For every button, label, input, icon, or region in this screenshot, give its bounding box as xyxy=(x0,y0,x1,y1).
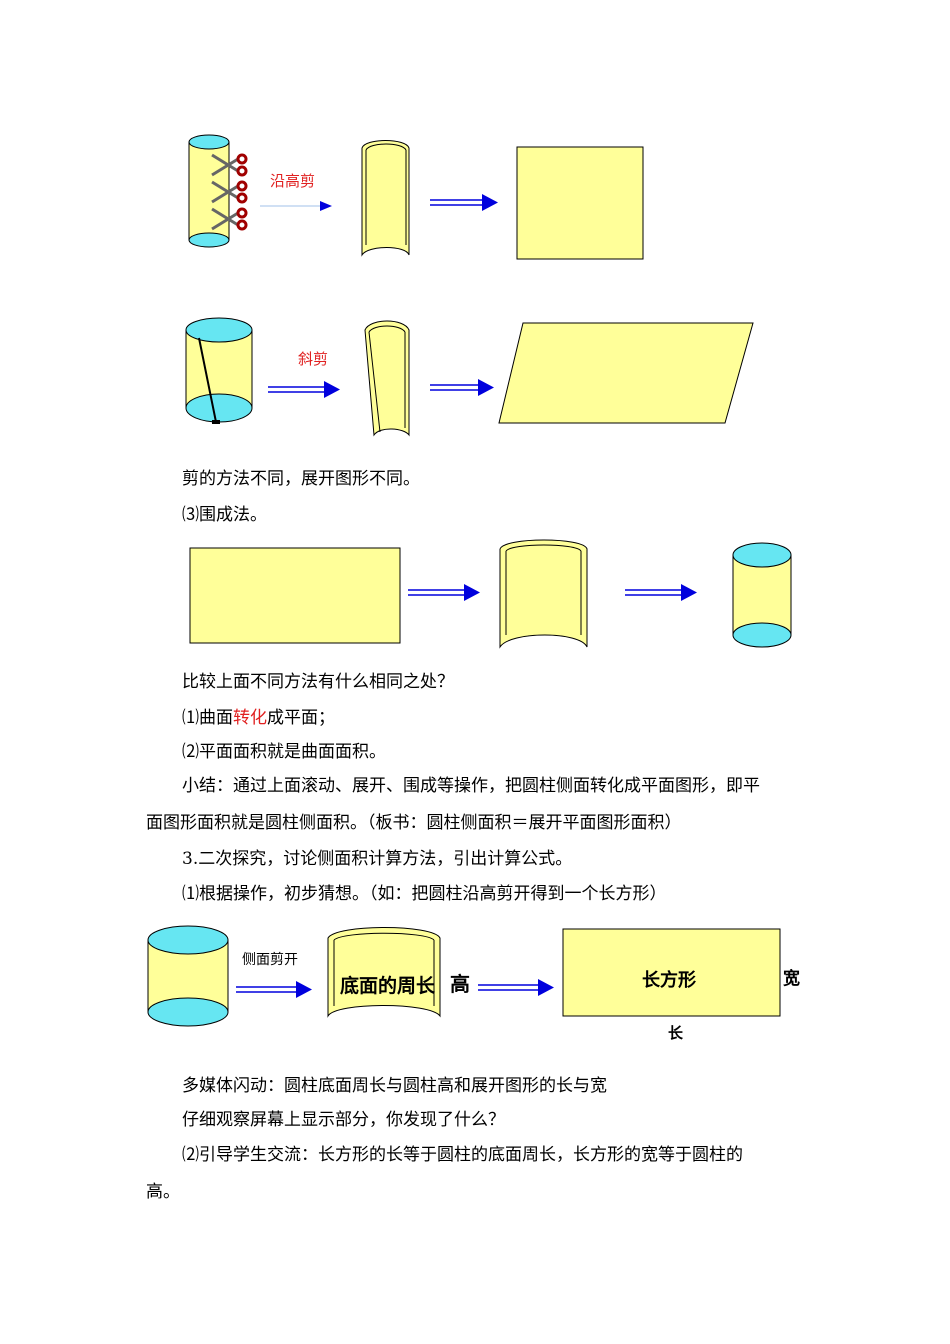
cut-label: 斜剪 xyxy=(298,350,328,368)
arrow-icon xyxy=(236,981,312,998)
rect-label: 长方形 xyxy=(642,969,696,991)
unrolled-square xyxy=(516,146,644,260)
paragraph: ⑵引导学生交流：长方形的长等于圆柱的底面周长，长方形的宽等于圆柱的 xyxy=(182,1145,743,1165)
text-segment: ⑴曲面 xyxy=(182,708,233,728)
paragraph: ⑴曲面转化成平面； xyxy=(182,708,335,728)
scissors-icon xyxy=(211,207,248,231)
figure-side-surface: 侧面剪开 底面的周长 高 长方形 宽 长 xyxy=(147,925,800,1042)
figure-cut-along-height: 沿高剪 xyxy=(188,134,644,260)
length-label: 长 xyxy=(668,1024,684,1042)
paragraph: 3.二次探究，讨论侧面积计算方法，引出计算公式。 xyxy=(182,849,573,869)
scissors-icon xyxy=(211,153,248,177)
arrow-icon xyxy=(625,584,697,601)
arrow-label: 侧面剪开 xyxy=(242,952,298,968)
paragraph: 面图形面积就是圆柱侧面积。（板书：圆柱侧面积＝展开平面图形面积） xyxy=(146,813,682,833)
highlight-text: 转化 xyxy=(233,708,267,728)
paragraph: 仔细观察屏幕上显示部分，你发现了什么？ xyxy=(182,1110,505,1130)
paragraph: ⑴根据操作，初步猜想。（如：把圆柱沿高剪开得到一个长方形） xyxy=(182,884,667,904)
cylinder-shape xyxy=(188,134,230,248)
arrow-icon xyxy=(430,194,498,211)
width-label: 宽 xyxy=(783,968,800,989)
paragraph: ⑶围成法。 xyxy=(182,505,267,525)
cylinder-shape xyxy=(732,542,792,648)
open-cylinder-shape xyxy=(499,539,588,649)
scissors-icon xyxy=(211,180,248,204)
paragraph: 剪的方法不同，展开图形不同。 xyxy=(182,469,420,489)
paragraph: 高。 xyxy=(146,1182,180,1202)
arrow-icon xyxy=(430,379,494,396)
cylinder-shape xyxy=(147,925,229,1027)
arrow-icon xyxy=(478,979,554,996)
height-label: 高 xyxy=(450,972,470,996)
paragraph: 比较上面不同方法有什么相同之处？ xyxy=(182,672,454,692)
figure-oblique-cut: 斜剪 xyxy=(185,317,754,437)
cut-label: 沿高剪 xyxy=(270,172,315,190)
unrolled-rectangle xyxy=(562,928,781,1017)
arrow-icon xyxy=(260,201,332,211)
open-cylinder-shape xyxy=(327,927,441,1018)
open-cylinder-shape xyxy=(361,140,410,257)
open-cylinder-shape xyxy=(364,320,410,437)
arrow-icon xyxy=(268,381,340,398)
text-segment: 成平面； xyxy=(267,708,335,728)
paragraph: 多媒体闪动：圆柱底面周长与圆柱高和展开图形的长与宽 xyxy=(182,1076,607,1096)
paragraph: ⑵平面面积就是曲面面积。 xyxy=(182,742,386,762)
flat-rectangle xyxy=(189,547,401,644)
arrow-icon xyxy=(408,584,480,601)
cylinder-shape xyxy=(185,317,253,424)
unrolled-parallelogram xyxy=(498,322,754,424)
figure-roll-into-cylinder xyxy=(189,539,792,649)
paragraph: 小结：通过上面滚动、展开、围成等操作，把圆柱侧面转化成平面图形，即平 xyxy=(182,776,760,796)
curved-label: 底面的周长 xyxy=(340,974,436,997)
